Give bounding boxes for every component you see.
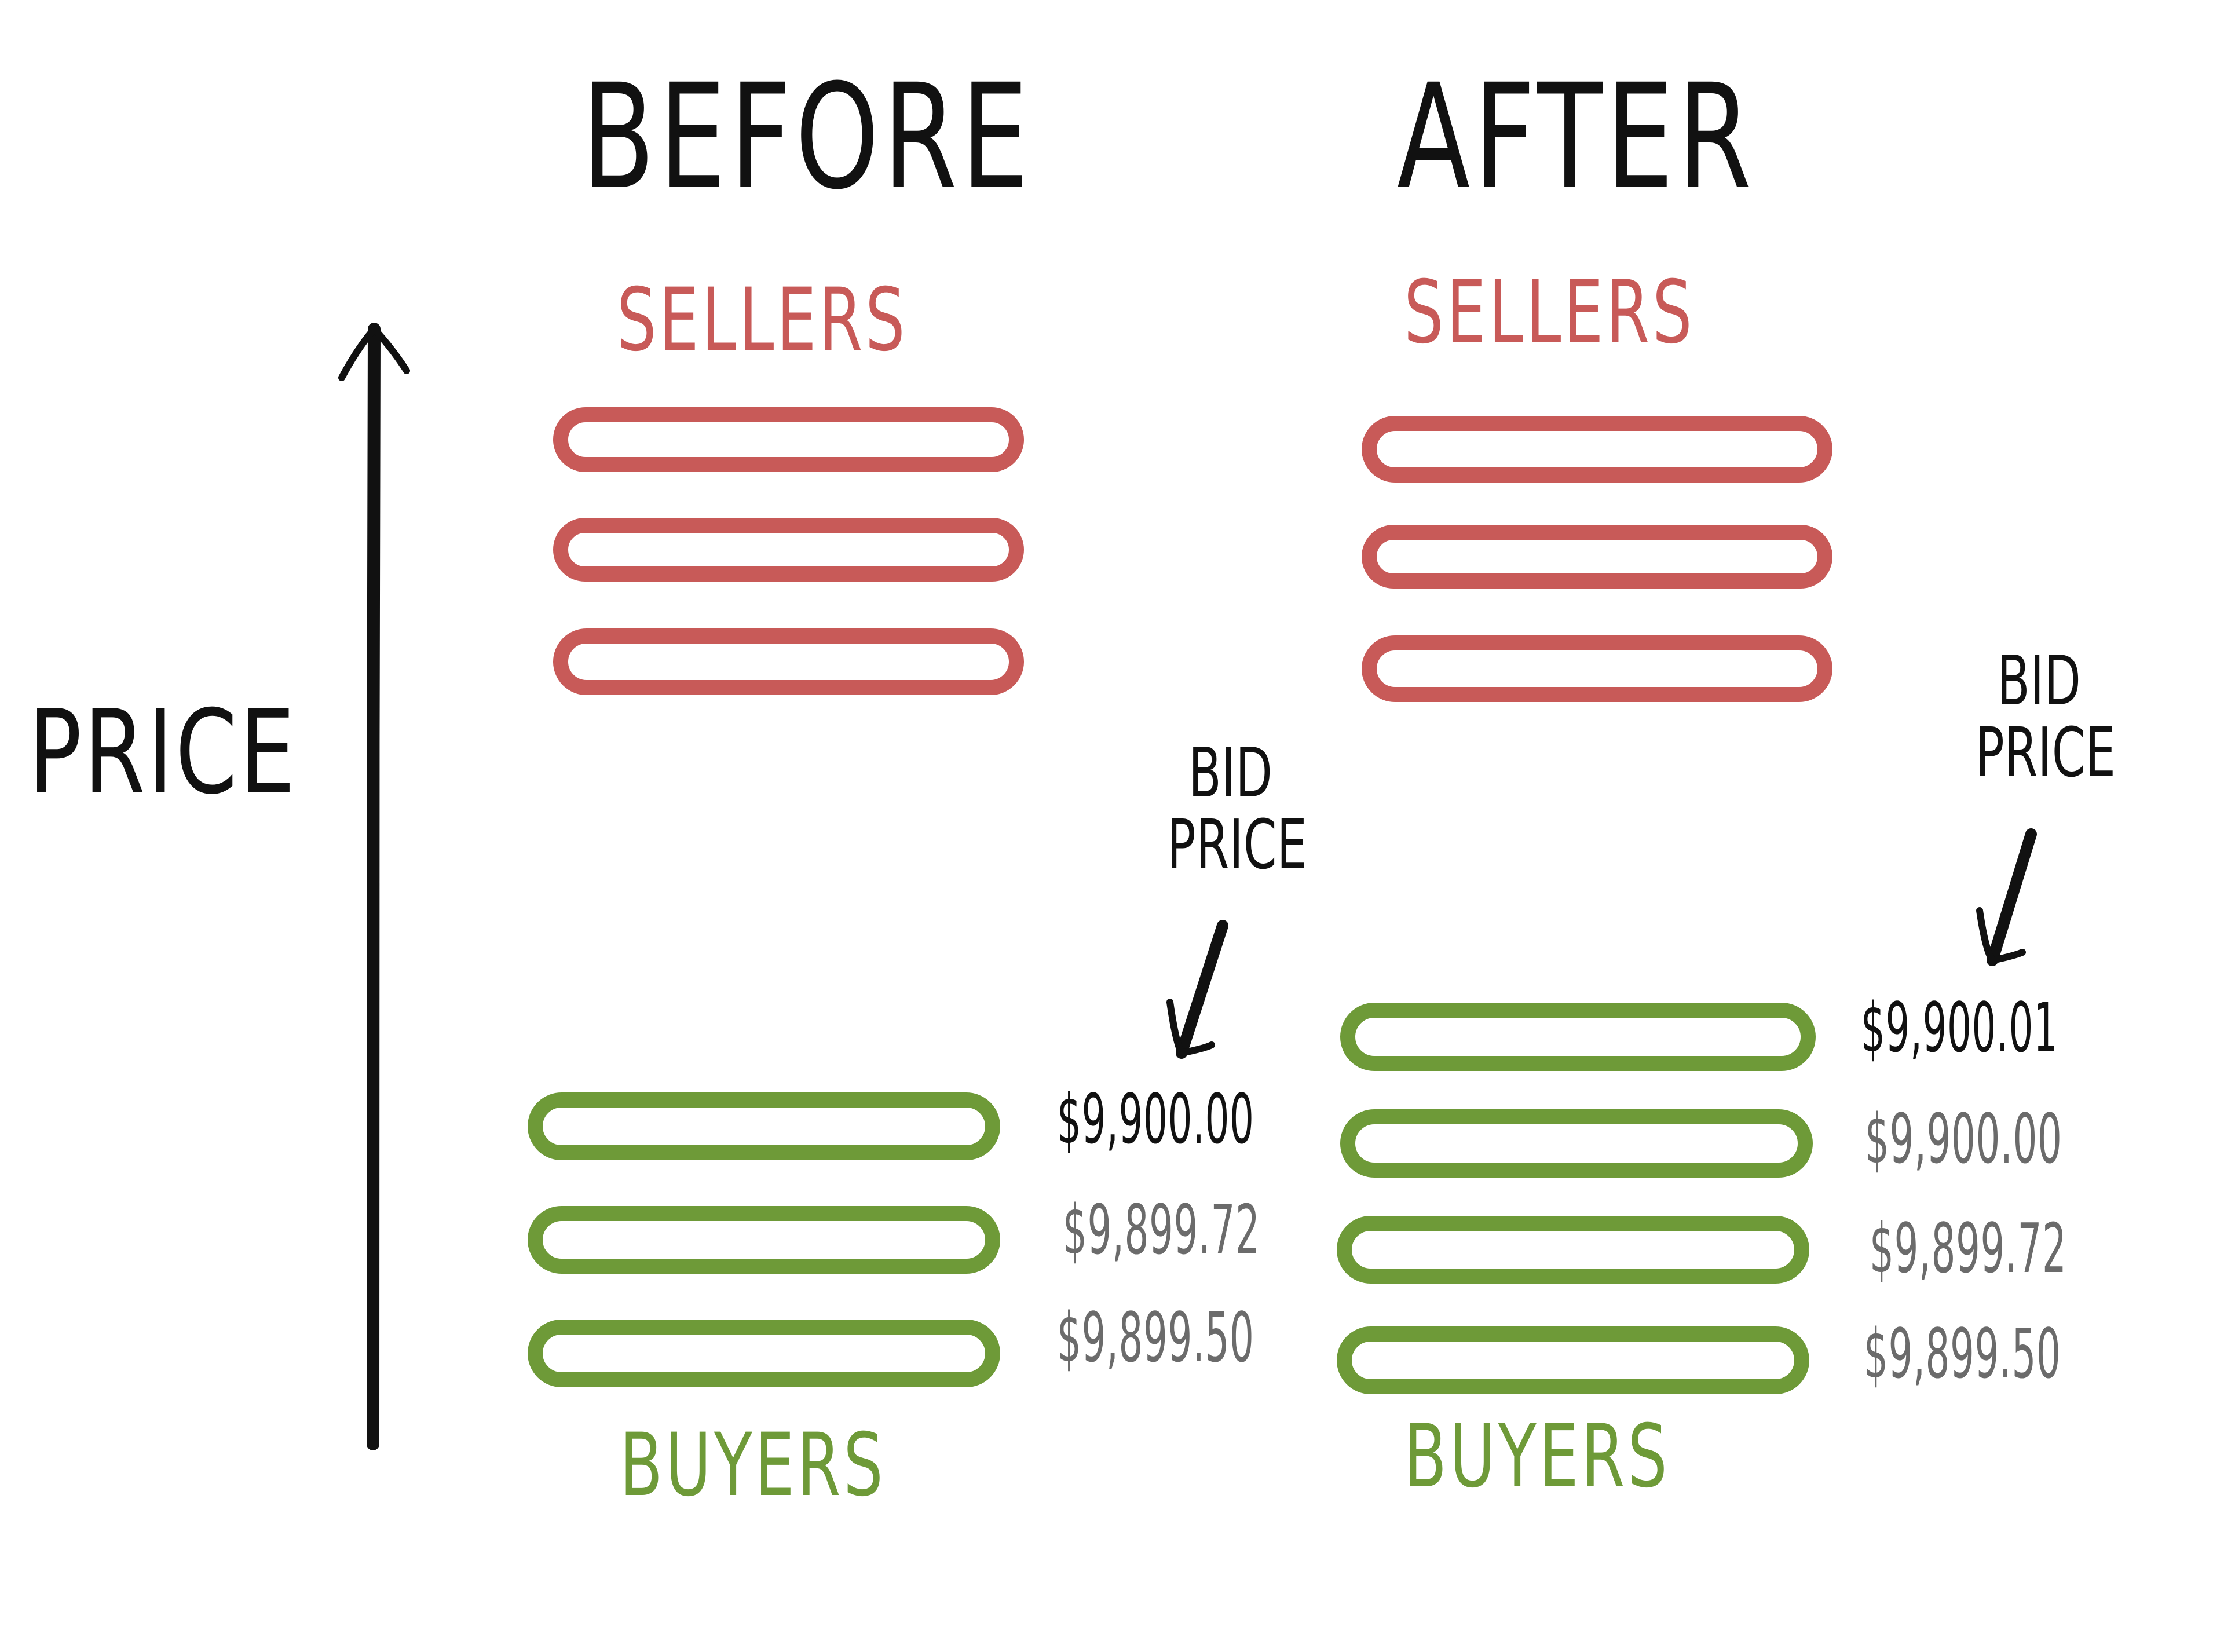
seller-order [553,628,1024,695]
bid-price-annotation: BID PRICE [1166,733,1307,885]
buyer-price: $9,899.72 [1063,1190,1260,1270]
buyer-price: $9,899.72 [1870,1208,2067,1288]
buyer-order [528,1092,1000,1160]
panel-title: AFTER [1397,53,1755,221]
sellers-label: SELLERS [1404,262,1695,363]
buyers-label: BUYERS [1404,1406,1670,1507]
seller-order [1362,635,1832,702]
buyer-price-bid: $9,900.01 [1861,988,2058,1068]
buyers-label: BUYERS [620,1415,886,1516]
buyer-price: $9,899.50 [1864,1314,2061,1394]
buyer-order-new [1340,1003,1816,1071]
panel-title: BEFORE [581,53,1033,221]
bid-price-annotation: BID PRICE [1975,641,2116,792]
buyer-order [1337,1216,1809,1284]
buyer-order [528,1320,1000,1387]
buyer-price: $9,900.00 [1865,1099,2062,1179]
sellers-label: SELLERS [617,270,908,371]
seller-order [1362,525,1832,589]
price-axis-label: PRICE [28,685,298,820]
seller-order [553,407,1024,472]
seller-order [1362,416,1832,483]
buyer-price: $9,899.50 [1057,1298,1254,1377]
buyer-order [528,1206,1000,1274]
buyer-order [1337,1326,1809,1394]
seller-order [553,518,1024,582]
bid-arrow-before-icon [1166,920,1228,1059]
buyer-price-bid: $9,900.00 [1057,1079,1254,1159]
buyer-order [1340,1109,1813,1178]
bid-arrow-after-icon [1976,828,2037,966]
